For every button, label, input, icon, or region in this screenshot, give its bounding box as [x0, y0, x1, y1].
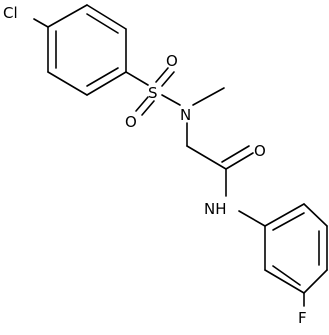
bond-ch2-carbonyl	[186, 145, 227, 170]
chlorophenyl-ring	[47, 4, 127, 96]
oxygen-lower-atom-label: O	[125, 113, 137, 131]
bond-fring-d	[303, 269, 328, 294]
bond-n-methyl	[192, 87, 225, 106]
carbonyl-oxygen-atom-label: O	[254, 142, 266, 160]
bond-s-o-lower-1	[135, 96, 149, 112]
bond-s-o-upper-2	[161, 71, 175, 87]
sulfur-atom-label: S	[148, 84, 158, 102]
bond-ring-inner-1	[86, 13, 119, 34]
bond-fring-e	[264, 269, 305, 294]
bond-fring-inner-3	[272, 265, 301, 286]
fluorine-atom-label: F	[298, 309, 307, 327]
bond-ring-b	[86, 4, 127, 30]
bond-c-o-1	[225, 152, 254, 170]
bond-ring-d	[86, 71, 127, 96]
bond-s-n	[161, 94, 181, 106]
bond-fring-a	[264, 203, 305, 227]
bond-s-o-upper-1	[155, 67, 169, 83]
bond-c-o-2	[221, 145, 250, 163]
chlorine-atom-label: Cl	[3, 4, 18, 22]
sulfonamide-nitrogen-atom-label: N	[180, 106, 191, 124]
bond-fring-inner-1	[272, 212, 305, 231]
bond-ring-e	[47, 71, 88, 96]
oxygen-upper-atom-label: O	[166, 52, 178, 70]
bond-nh-ring	[238, 210, 266, 227]
bond-fring-b	[303, 203, 328, 227]
amide-nh-atom-label: NH	[204, 200, 227, 218]
bond-c-cl	[33, 18, 49, 28]
fluorophenyl-ring	[264, 203, 328, 294]
bond-ring-inner-2	[86, 67, 119, 87]
bond-c-s	[125, 71, 149, 86]
bond-ring-a	[47, 4, 88, 28]
bond-s-o-lower-2	[141, 100, 155, 116]
